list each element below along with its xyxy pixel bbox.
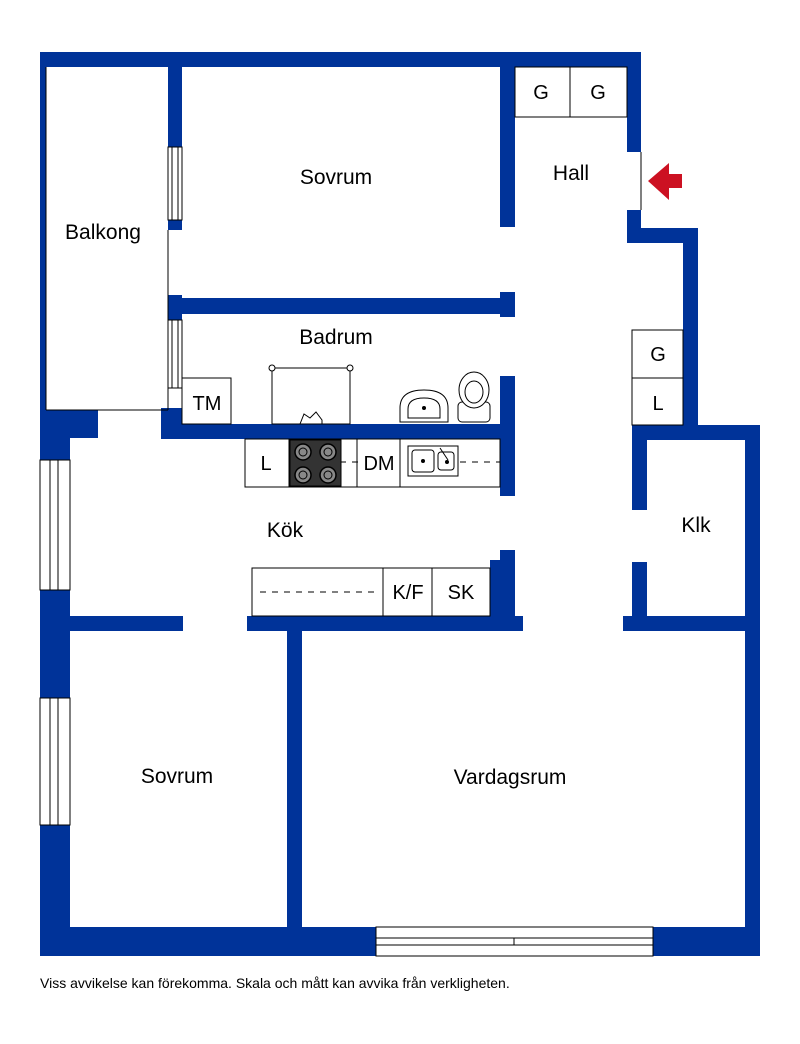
kitchen-lower-counter: K/F SK [251, 567, 491, 617]
washbasin-icon [399, 389, 449, 423]
right-wardrobes: G L [631, 329, 684, 426]
toilet-icon [457, 371, 491, 423]
walls [40, 52, 760, 956]
disclaimer-text: Viss avvikelse kan förekomma. Skala och … [40, 975, 510, 991]
right-wardrobe-g-label: G [650, 344, 666, 366]
room-label-sovrum-bottom: Sovrum [141, 765, 213, 788]
hall-wardrobe-2-label: G [590, 82, 606, 104]
room-label-sovrum-top: Sovrum [300, 166, 372, 189]
sink-icon [407, 445, 459, 477]
shower-icon [268, 364, 354, 425]
room-label-balkong: Balkong [65, 221, 141, 244]
room-label-badrum: Badrum [299, 326, 373, 349]
sk-label: SK [448, 582, 475, 604]
stove-icon [289, 439, 342, 487]
dm-label: DM [363, 453, 394, 475]
right-wardrobe-l-label: L [652, 393, 663, 415]
kf-label: K/F [392, 582, 423, 604]
tm-label: TM [193, 393, 222, 415]
room-label-kok: Kök [267, 519, 304, 542]
room-labels: Sovrum Hall Balkong Badrum Kök Klk Sovru… [65, 162, 711, 789]
thin-lines [39, 67, 654, 957]
kitchen-upper-counter: L DM [244, 438, 501, 488]
kitchen-cabinet-l-label: L [260, 453, 271, 475]
washing-machine: TM [181, 377, 232, 425]
hall-wardrobe-1-label: G [533, 82, 549, 104]
room-label-klk: Klk [681, 514, 711, 537]
entrance-arrow-icon [648, 163, 682, 200]
room-label-hall: Hall [553, 162, 589, 185]
hall-wardrobes: G G [514, 66, 628, 118]
room-label-vardagsrum: Vardagsrum [454, 766, 567, 789]
